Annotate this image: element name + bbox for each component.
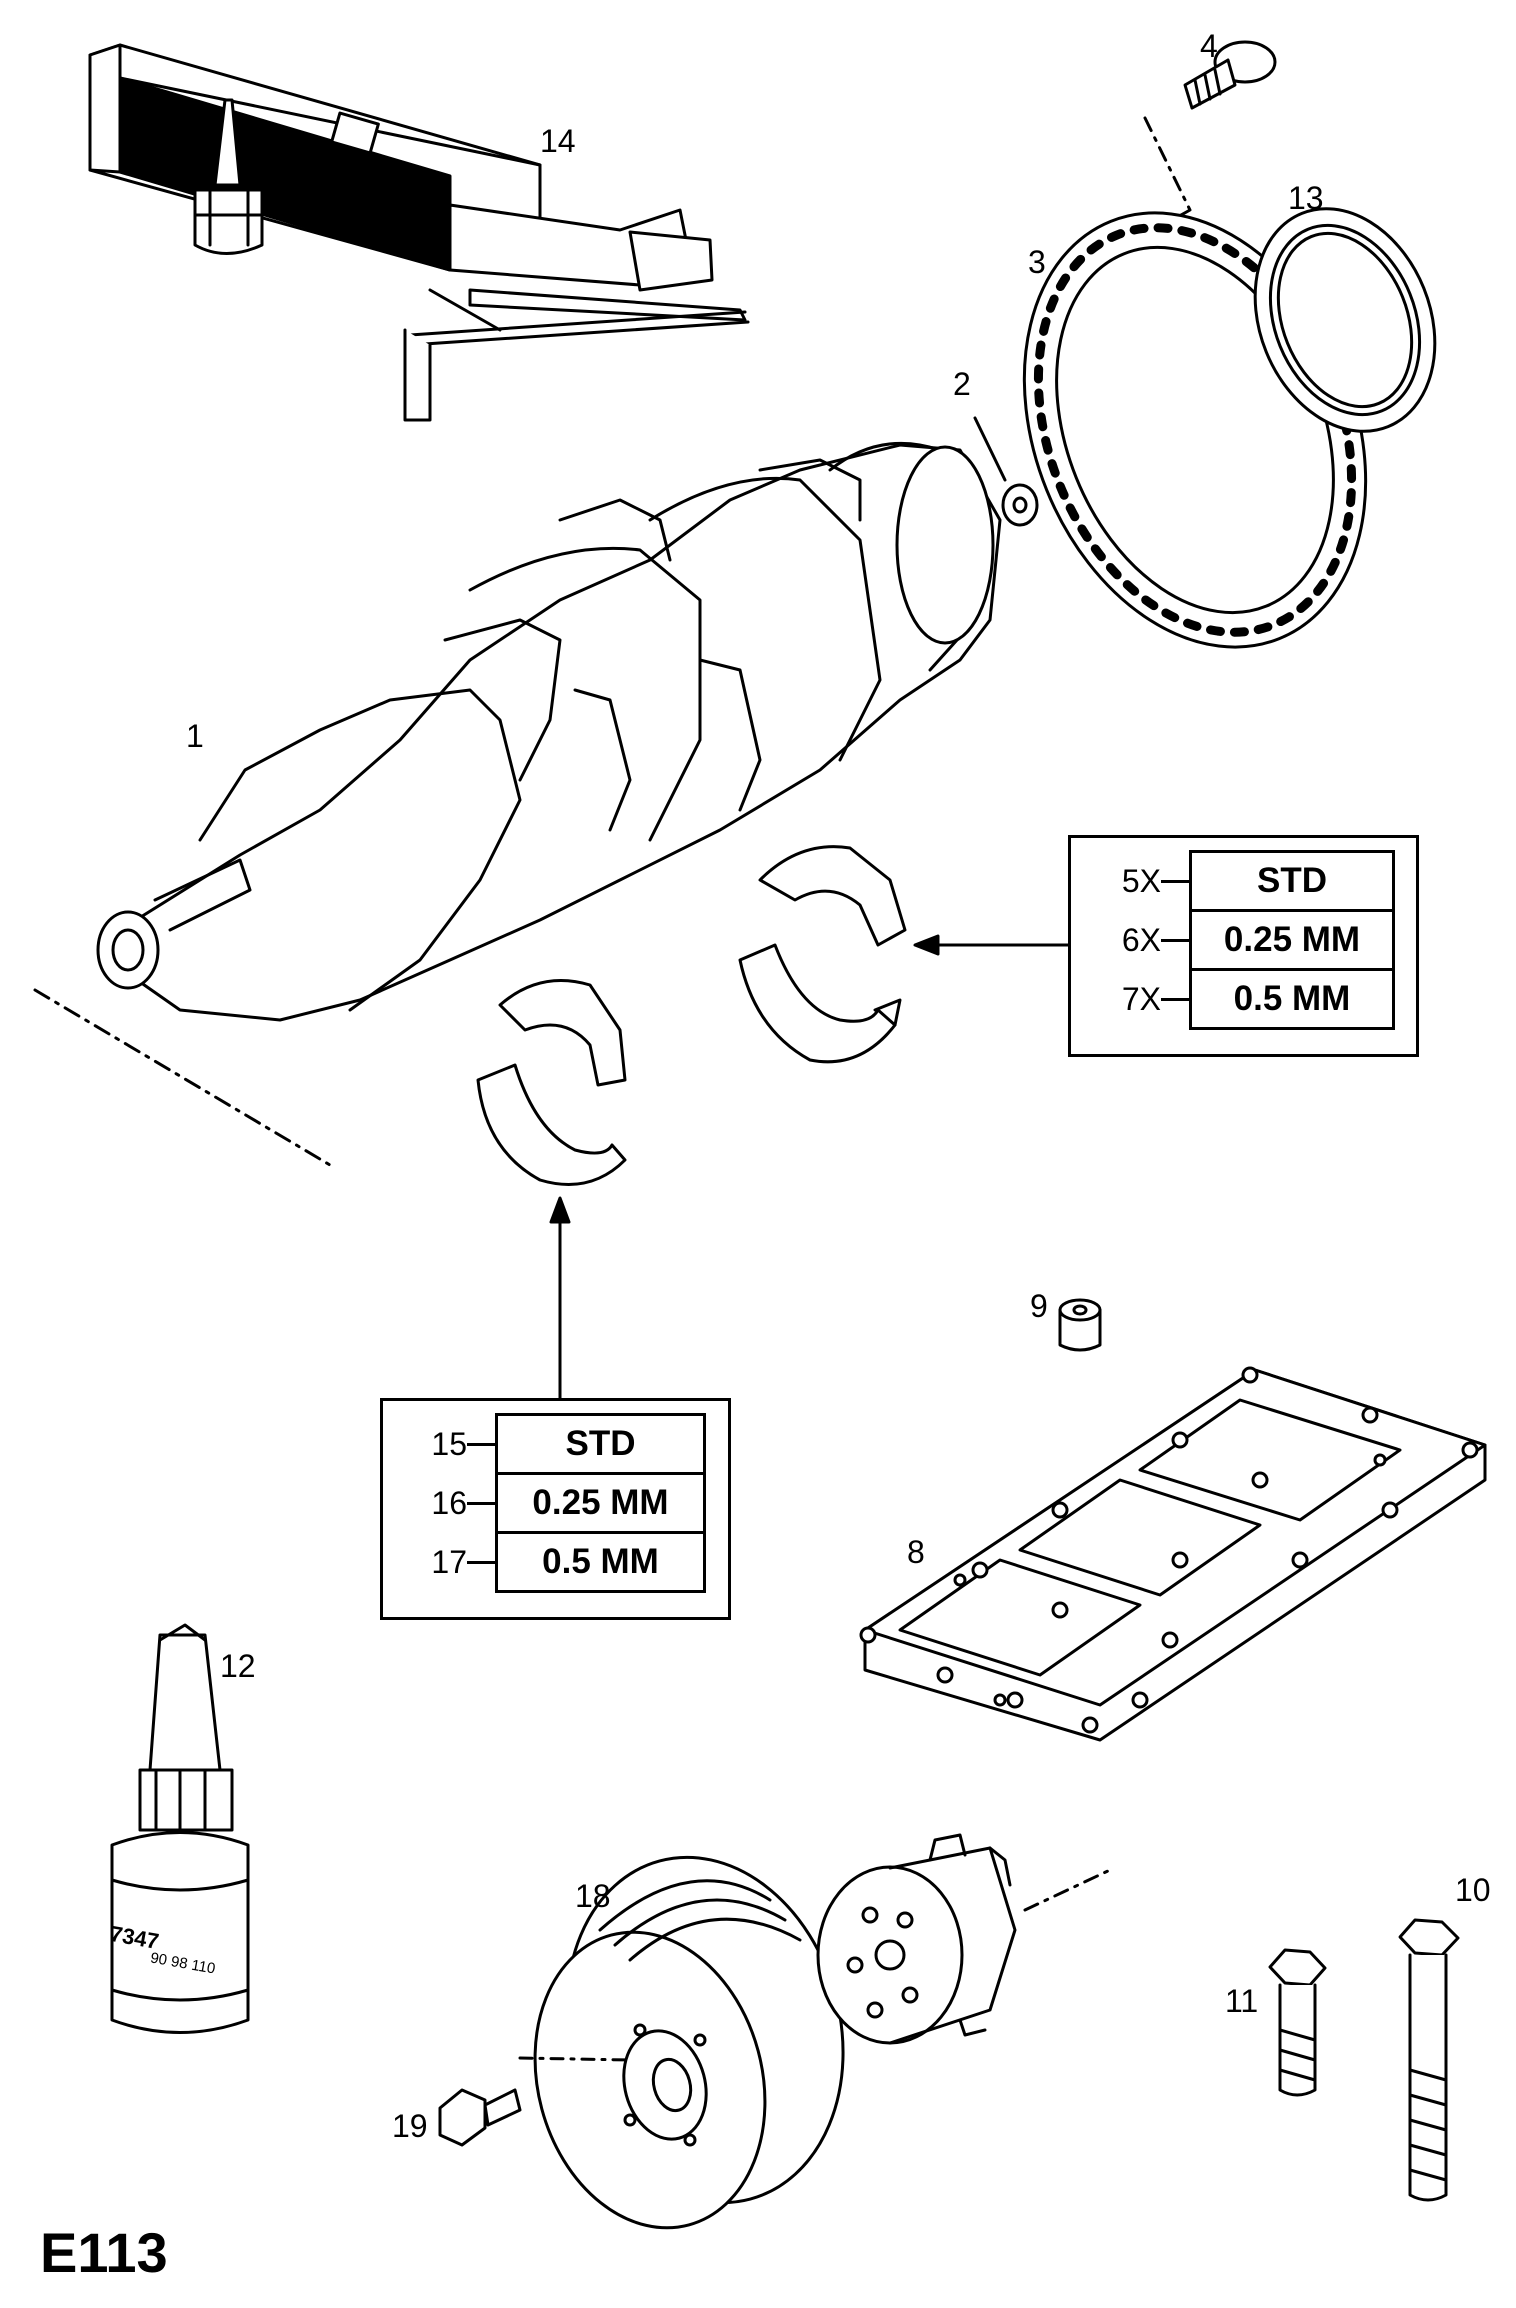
bottle-part-12 xyxy=(110,1623,250,2034)
qty-label: 15 xyxy=(431,1425,467,1462)
size-cell: 0.5 MM xyxy=(495,1531,706,1593)
nut-part-9 xyxy=(1058,1298,1102,1352)
table-row: 15 STD xyxy=(401,1413,706,1475)
callout-19: 19 xyxy=(392,2108,428,2144)
leader-line xyxy=(467,1560,495,1564)
callout-10: 10 xyxy=(1455,1872,1491,1908)
table-row: 5X STD xyxy=(1095,850,1395,912)
crankshaft-part-1 xyxy=(33,441,1002,1167)
small-nut-part-2 xyxy=(973,416,1039,527)
leader-line xyxy=(467,1501,495,1505)
callout-12: 12 xyxy=(220,1648,256,1684)
bearing-frame-part-8 xyxy=(859,1366,1487,1742)
bolt-part-10 xyxy=(1398,1918,1460,2202)
qty-label: 6X xyxy=(1121,921,1161,958)
pulley-part-18 xyxy=(518,1855,845,2230)
leader-line xyxy=(1161,997,1189,1001)
size-cell: 0.5 MM xyxy=(1189,968,1395,1030)
leader-line xyxy=(1161,879,1189,883)
callout-4: 4 xyxy=(1200,28,1218,64)
sealant-tube-kit xyxy=(88,43,750,422)
screw-part-4 xyxy=(1053,40,1277,284)
callout-1: 1 xyxy=(186,718,204,754)
qty-label: 5X xyxy=(1121,862,1161,899)
bearing-shells-lower xyxy=(476,979,627,1186)
table-row: 6X 0.25 MM xyxy=(1095,909,1395,971)
size-cell: STD xyxy=(495,1413,706,1475)
size-cell: 0.25 MM xyxy=(1189,909,1395,971)
table-arrows xyxy=(549,934,1070,1400)
callout-9: 9 xyxy=(1030,1288,1048,1324)
size-cell: STD xyxy=(1189,850,1395,912)
qty-label: 16 xyxy=(431,1484,467,1521)
size-cell: 0.25 MM xyxy=(495,1472,706,1534)
leader-line xyxy=(467,1442,495,1446)
qty-label: 17 xyxy=(431,1543,467,1580)
callout-14: 14 xyxy=(540,123,576,159)
bearing-shells-upper xyxy=(738,845,907,1064)
diagram-code: E113 xyxy=(40,2221,168,2284)
callout-11: 11 xyxy=(1225,1983,1259,2019)
bolt-part-11 xyxy=(1268,1948,1327,2097)
callout-3: 3 xyxy=(1028,244,1046,280)
qty-label: 7X xyxy=(1121,980,1161,1017)
callout-13: 13 xyxy=(1288,180,1324,216)
callout-18: 18 xyxy=(575,1878,611,1914)
callout-8: 8 xyxy=(907,1534,925,1570)
table-row: 7X 0.5 MM xyxy=(1095,968,1395,1030)
bearing-size-table-lower: 15 STD 16 0.25 MM 17 0.5 MM xyxy=(380,1398,731,1620)
table-row: 17 0.5 MM xyxy=(401,1531,706,1593)
callout-2: 2 xyxy=(953,366,971,402)
oil-seal-part-13 xyxy=(1253,207,1437,433)
table-row: 16 0.25 MM xyxy=(401,1472,706,1534)
bolt-part-19 xyxy=(438,2088,522,2147)
bearing-size-table-upper: 5X STD 6X 0.25 MM 7X 0.5 MM xyxy=(1068,835,1419,1057)
leader-line xyxy=(1161,938,1189,942)
timing-gear xyxy=(816,1833,1112,2045)
